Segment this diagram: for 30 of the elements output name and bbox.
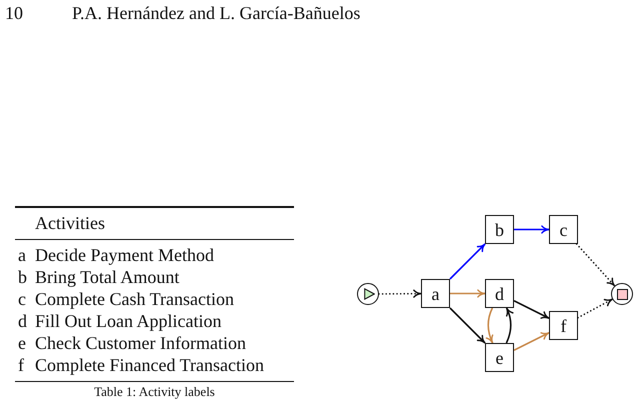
activity-letter: f xyxy=(560,316,566,336)
activity-letter: b xyxy=(495,220,504,240)
end-event-circle xyxy=(611,283,633,305)
activity-letter: d xyxy=(495,284,504,304)
activity-name: Fill Out Loan Application xyxy=(35,310,222,331)
activity-letter: e xyxy=(496,348,504,368)
activity-letter: a xyxy=(17,244,26,265)
activity-name: Complete Cash Transaction xyxy=(35,288,234,309)
activity-box xyxy=(485,215,514,244)
activity-letter: e xyxy=(17,332,26,353)
activity-name: Decide Payment Method xyxy=(35,244,214,265)
activity-letter: d xyxy=(17,310,27,331)
activity-box xyxy=(485,343,514,372)
running-header: P.A. Hernández and L. García-Bañuelos xyxy=(72,2,360,24)
activity-name: Bring Total Amount xyxy=(35,266,180,287)
activity-name: Complete Financed Transaction xyxy=(35,354,264,375)
activity-letter: f xyxy=(17,354,24,375)
table-caption: Table 1: Activity labels xyxy=(94,384,215,400)
page-number: 10 xyxy=(5,2,23,24)
activity-box xyxy=(485,279,514,308)
activity-box xyxy=(549,215,578,244)
activity-letter: a xyxy=(432,284,440,304)
activity-letter: c xyxy=(17,288,26,309)
activity-box xyxy=(421,279,450,308)
column-header: Activities xyxy=(35,213,105,234)
activity-letter: c xyxy=(560,220,568,240)
start-event-circle xyxy=(357,283,379,305)
activity-name: Check Customer Information xyxy=(35,332,246,353)
activity-box xyxy=(549,311,578,340)
activity-letter: b xyxy=(17,266,27,287)
